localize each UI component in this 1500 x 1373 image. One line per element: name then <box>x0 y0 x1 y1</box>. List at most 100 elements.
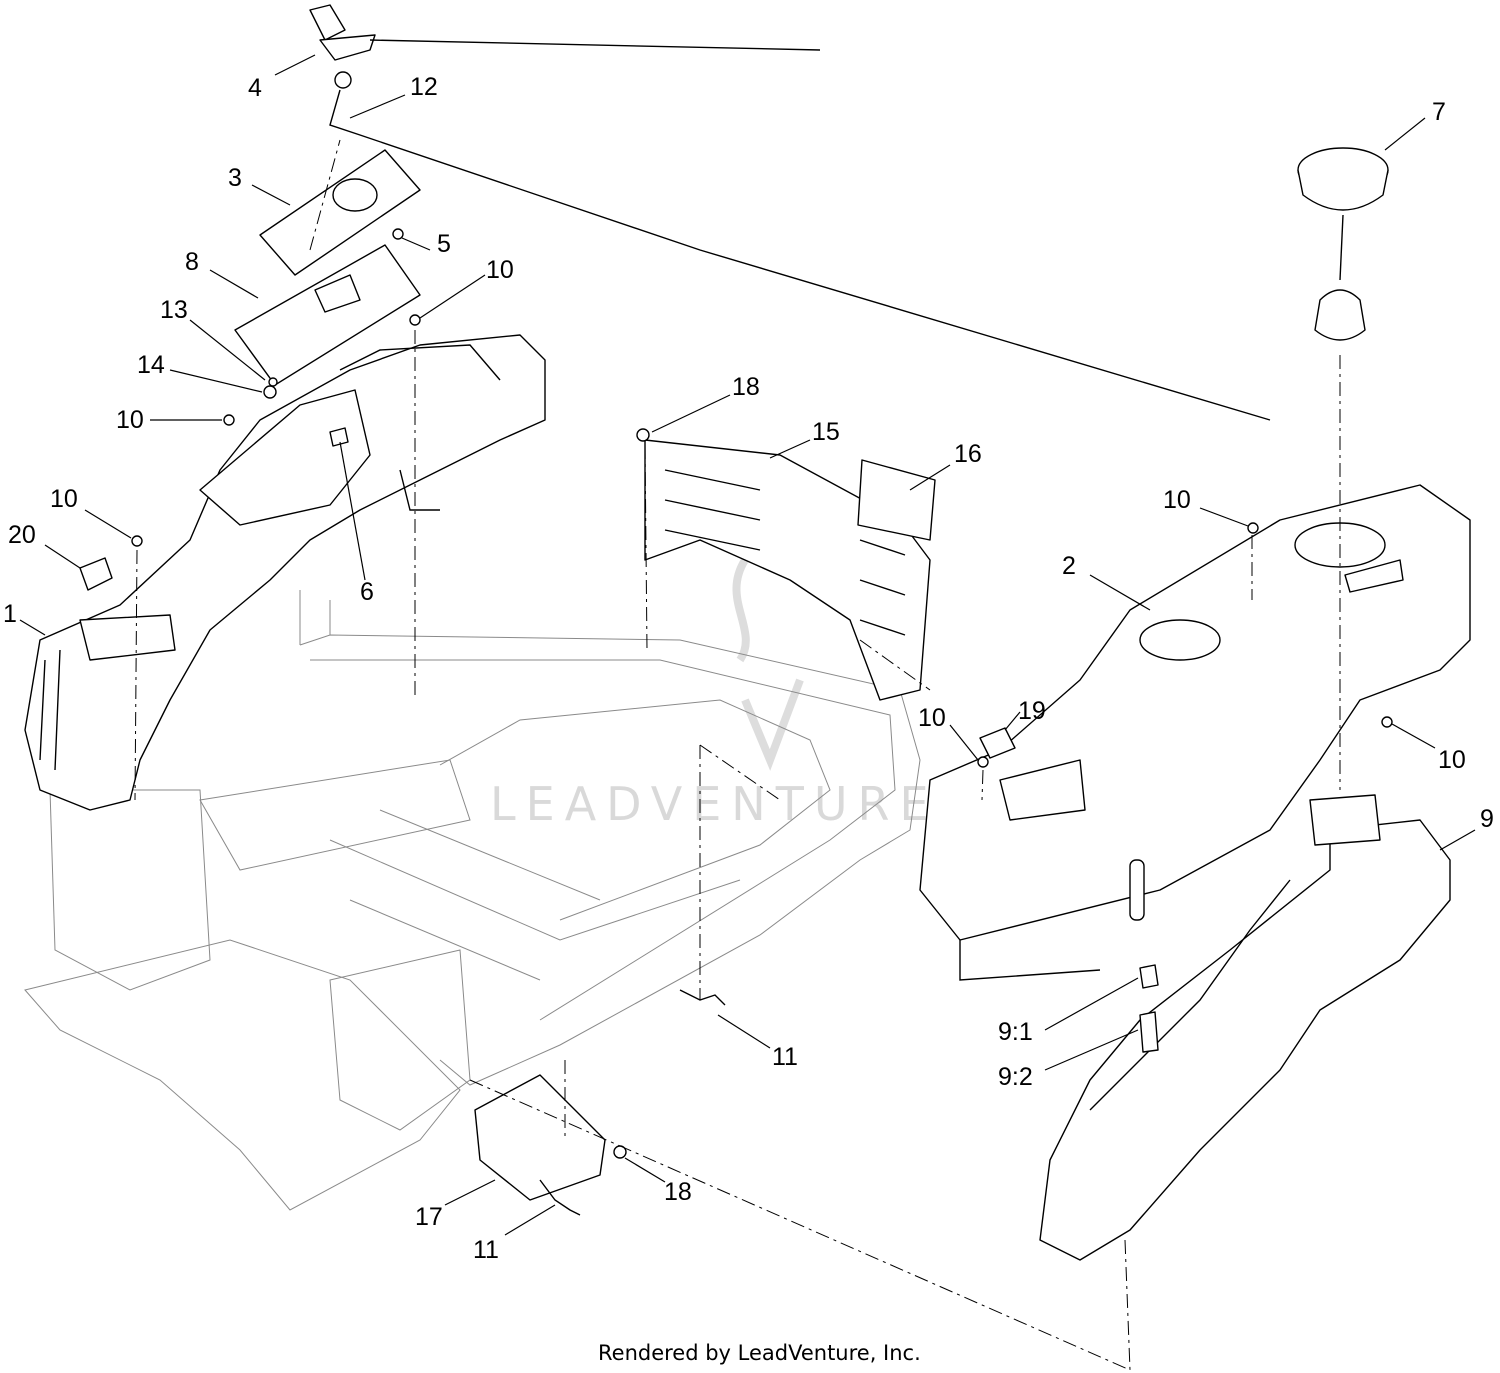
callout-16: 16 <box>954 440 982 468</box>
left-console-shell <box>24 334 546 811</box>
callout-5: 5 <box>437 230 451 258</box>
fuel-tank-line <box>1089 879 1291 1111</box>
leader-10 <box>84 509 132 539</box>
frame-left-bracket <box>49 789 211 991</box>
callout-8: 8 <box>185 248 199 276</box>
callout-14: 14 <box>137 351 165 379</box>
leader-17 <box>444 1179 496 1206</box>
center-line <box>469 1079 1131 1371</box>
frame-deck-plate <box>439 699 831 921</box>
leader-10 <box>1391 723 1436 749</box>
watermark-logo-icon <box>732 557 804 771</box>
callout-labels: 4 12 3 8 5 10 13 14 10 10 20 1 6 18 15 1… <box>3 73 1494 1264</box>
part-7-fuel-cap <box>1297 147 1389 341</box>
right-console-lower-edge <box>959 940 1101 981</box>
part-10-screw-icon <box>223 414 235 426</box>
part-11-spring-lower <box>539 1179 581 1216</box>
leader-3 <box>251 184 291 206</box>
seat-plate-slots <box>664 469 906 636</box>
fasteners <box>131 228 1393 1159</box>
leader-12 <box>349 94 406 119</box>
leader-14 <box>169 369 263 393</box>
callout-1: 1 <box>3 600 17 628</box>
leader-11 <box>504 1204 556 1236</box>
callout-9-2: 9:2 <box>998 1063 1033 1091</box>
part-17-cover-plate <box>474 1074 606 1201</box>
part-5-screw-icon <box>392 228 404 240</box>
callout-10-console: 10 <box>918 704 946 732</box>
callout-leaders <box>19 54 1476 1236</box>
chassis-frame <box>24 590 921 1211</box>
callout-18-upper: 18 <box>732 373 760 401</box>
part-14-nut-icon <box>263 385 277 399</box>
leader-11 <box>717 1014 771 1049</box>
callout-17: 17 <box>415 1203 443 1231</box>
callout-19: 19 <box>1018 697 1046 725</box>
right-console-shell <box>919 484 1471 941</box>
part-16-decal <box>857 459 936 541</box>
throttle-cable <box>369 39 821 51</box>
callout-12: 12 <box>410 73 438 101</box>
center-line <box>981 769 984 801</box>
callout-15: 15 <box>812 418 840 446</box>
part-3-control-decal <box>259 149 421 276</box>
frame-cross-members <box>329 809 741 981</box>
callout-20: 20 <box>8 521 36 549</box>
leader-5 <box>401 237 431 251</box>
part-10-screw-icon <box>977 756 989 768</box>
leader-4 <box>274 54 316 76</box>
throttle-body <box>319 34 376 61</box>
part-13-washer-icon <box>268 377 278 387</box>
callout-10-panel: 10 <box>486 256 514 284</box>
part-9-fuel-tank <box>1039 794 1451 1261</box>
part-9-1-fitting-icon <box>1139 964 1159 989</box>
leader-9 <box>1439 829 1476 851</box>
callout-2: 2 <box>1062 552 1076 580</box>
fuel-tank-body <box>1039 819 1451 1261</box>
frame-front-plate <box>199 759 471 871</box>
part-10-screw-icon <box>409 314 421 326</box>
callout-11-lower: 11 <box>473 1236 499 1264</box>
frame-outline <box>299 634 921 1086</box>
leader-16 <box>909 464 951 491</box>
part-8-control-panel <box>234 244 421 386</box>
part-20-switch <box>79 557 113 591</box>
watermark-text: LEADVENTURE <box>490 777 939 831</box>
leader-9-1 <box>1044 977 1139 1031</box>
decal-knob-hole <box>332 178 378 212</box>
throttle-knob <box>309 4 346 41</box>
frame-inner-rail <box>310 659 896 1021</box>
choke-knob <box>334 71 352 89</box>
leader-10 <box>419 274 486 319</box>
right-console-slot <box>1129 859 1145 921</box>
part-10-screw-icon <box>1247 522 1259 534</box>
part-9-2-valve-icon <box>1139 1011 1159 1053</box>
callout-13: 13 <box>160 296 188 324</box>
watermark: LEADVENTURE <box>490 557 939 831</box>
leader-10 <box>1199 507 1249 527</box>
callout-9-1: 9:1 <box>998 1018 1033 1046</box>
center-line <box>134 549 138 801</box>
center-line <box>699 744 781 1000</box>
callout-10-right: 10 <box>1438 746 1466 774</box>
frame-post <box>299 590 331 645</box>
part-18-bolt-icon <box>636 428 650 442</box>
fuel-cap-skirt <box>1297 169 1389 211</box>
callout-18-lower: 18 <box>664 1178 692 1206</box>
leader-15 <box>769 439 811 459</box>
part-10-screw-icon <box>131 535 143 547</box>
callout-10-left: 10 <box>116 406 144 434</box>
leader-10 <box>949 724 979 761</box>
leader-6 <box>339 441 366 581</box>
callout-4: 4 <box>248 74 262 102</box>
center-line <box>644 444 648 651</box>
left-console-recess <box>199 389 371 526</box>
part-6-clip-icon <box>329 427 349 447</box>
right-console-pocket <box>999 759 1086 821</box>
fuel-cap-tether <box>1339 214 1344 281</box>
callout-3: 3 <box>228 164 242 192</box>
leader-7 <box>1384 117 1426 151</box>
cup-holder-opening <box>1139 619 1221 661</box>
